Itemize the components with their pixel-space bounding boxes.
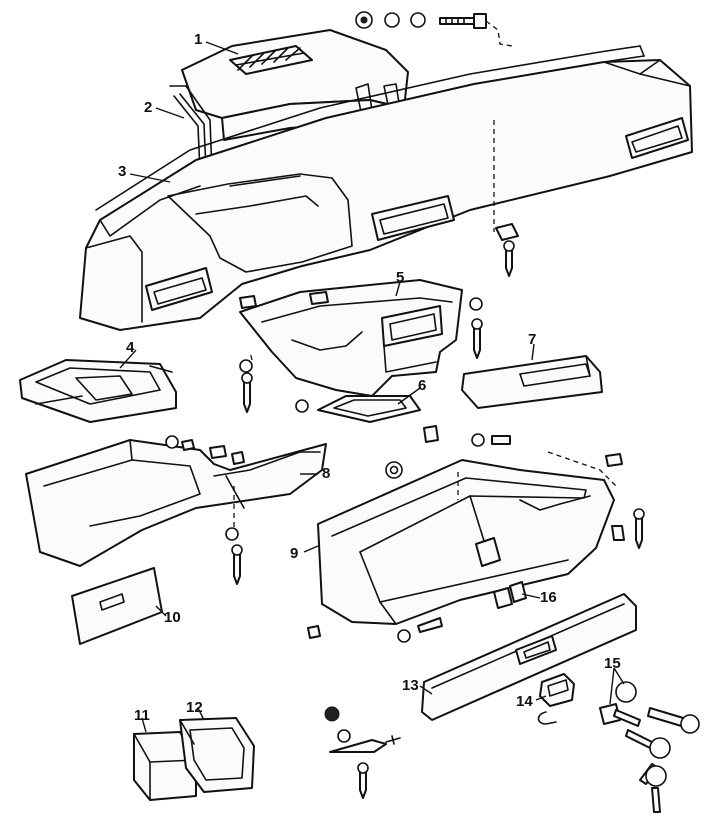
callout-12: 12 (186, 699, 203, 716)
callout-labels: 1 2 3 4 5 6 7 8 9 10 11 12 13 14 15 16 (118, 31, 621, 724)
part-10-lid (71, 567, 163, 645)
dashboard-panel (79, 59, 693, 331)
callout-11: 11 (134, 707, 150, 724)
part-8-lower-compartment (25, 435, 327, 585)
callout-10: 10 (164, 609, 181, 626)
callout-2: 2 (144, 99, 152, 116)
part-5-console-frame (239, 279, 483, 413)
top-bolt-assembly (355, 11, 513, 47)
callout-13: 13 (402, 677, 419, 694)
callout-8: 8 (322, 465, 330, 482)
callout-3: 3 (118, 163, 126, 180)
part-14-latch (537, 673, 575, 725)
part-9-glovebox-housing (307, 425, 645, 643)
callout-15: 15 (604, 655, 621, 672)
callout-14: 14 (516, 693, 533, 710)
vent-grille (229, 45, 313, 75)
callout-6: 6 (418, 377, 426, 394)
callout-1: 1 (194, 31, 202, 48)
part-4-tray (19, 359, 177, 423)
lower-hardware (324, 706, 401, 799)
part-15-lock-and-keys (599, 681, 700, 813)
part-13-glovebox-door (421, 593, 637, 721)
leader-lines (119, 41, 625, 733)
part-6-small-tray (295, 395, 421, 423)
callout-7: 7 (528, 331, 536, 348)
part-7-vent-box (461, 355, 603, 409)
callout-4: 4 (126, 339, 135, 356)
part-12-box-frame (179, 717, 255, 793)
callout-16: 16 (540, 589, 557, 606)
callout-5: 5 (396, 269, 404, 286)
callout-9: 9 (290, 545, 298, 562)
